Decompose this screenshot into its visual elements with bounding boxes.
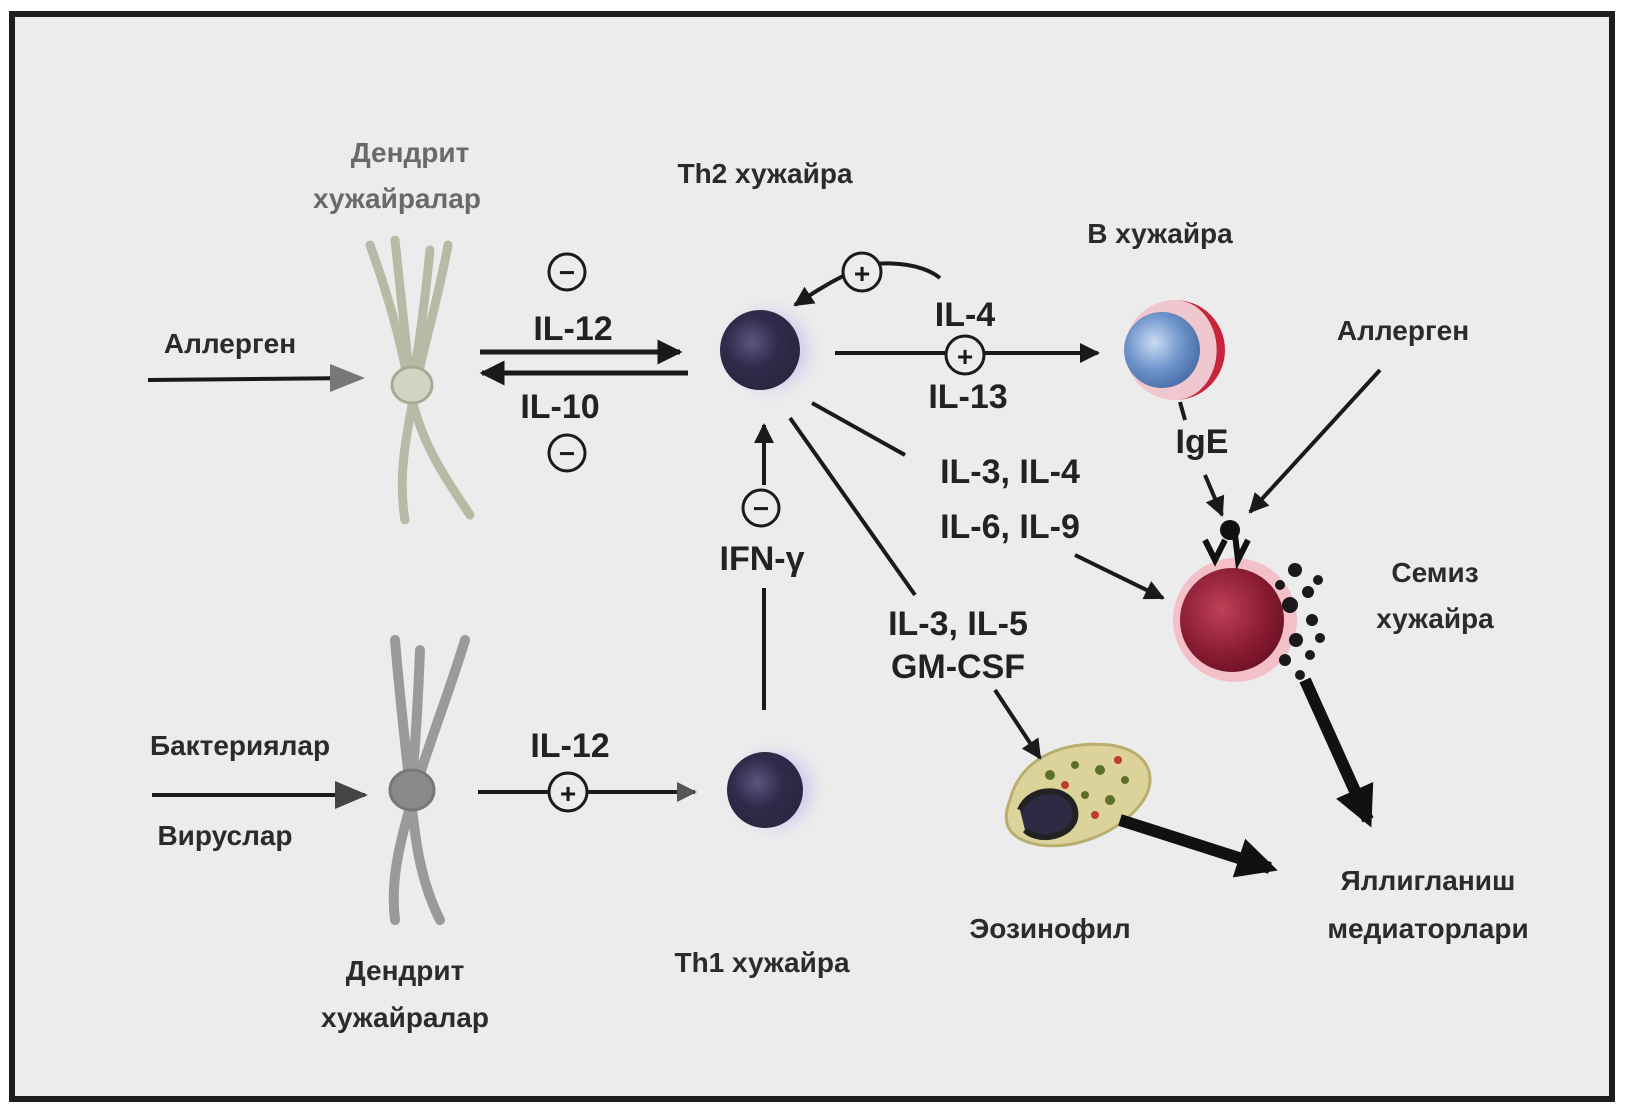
label-allergen-right: Аллерген [1337, 315, 1469, 346]
label-allergen-left: Аллерген [164, 328, 296, 359]
label-th1-cell: Th1 хужайра [674, 947, 849, 978]
arrow-allergen-to-dc [148, 378, 360, 380]
label-bacteria: Бактериялар [150, 730, 330, 761]
label-il4: IL-4 [935, 296, 996, 334]
label-gmcsf: GM-CSF [891, 648, 1025, 686]
plus-sign-feedback: + [843, 253, 881, 291]
label-mediators-line2: медиаторлари [1327, 913, 1528, 944]
label-ige: IgE [1176, 423, 1229, 461]
minus-sign-il10: − [549, 435, 585, 471]
label-dc-top-line2: хужайралар [313, 183, 481, 214]
label-mast-line1: Семиз [1391, 557, 1478, 588]
label-il6-il9: IL-6, IL-9 [940, 508, 1080, 546]
label-il12-top: IL-12 [533, 310, 612, 348]
svg-text:−: − [559, 257, 575, 288]
label-mast-line2: хужайра [1376, 603, 1494, 634]
label-dc-bottom-line2: хужайралар [321, 1002, 489, 1033]
label-viruses: Вируслар [157, 820, 292, 851]
label-il13: IL-13 [928, 378, 1007, 416]
svg-text:−: − [559, 438, 575, 469]
plus-sign-il12-bottom: + [549, 773, 587, 811]
th1-cell [721, 736, 829, 844]
label-th2-cell: Th2 хужайра [677, 158, 852, 189]
label-il12-bottom: IL-12 [530, 727, 609, 765]
label-il3-il4: IL-3, IL-4 [940, 453, 1080, 491]
svg-text:+: + [957, 341, 973, 372]
svg-text:+: + [854, 258, 870, 289]
minus-sign-top-il12: − [549, 254, 585, 290]
label-eosinophil: Эозинофил [969, 913, 1130, 944]
svg-text:+: + [560, 778, 576, 809]
label-dc-top-line1: Дендрит [351, 137, 470, 168]
th2-cell [714, 294, 826, 406]
minus-sign-ifng: − [743, 490, 779, 526]
label-dc-bottom-line1: Дендрит [346, 955, 465, 986]
label-mediators-line1: Яллигланиш [1341, 865, 1516, 896]
label-il10: IL-10 [520, 388, 599, 426]
label-b-cell: В хужайра [1087, 218, 1233, 249]
label-ifng: IFN-γ [720, 540, 805, 578]
svg-text:−: − [753, 493, 769, 524]
plus-sign-il4-il13: + [946, 336, 984, 374]
label-il3-il5: IL-3, IL-5 [888, 605, 1028, 643]
